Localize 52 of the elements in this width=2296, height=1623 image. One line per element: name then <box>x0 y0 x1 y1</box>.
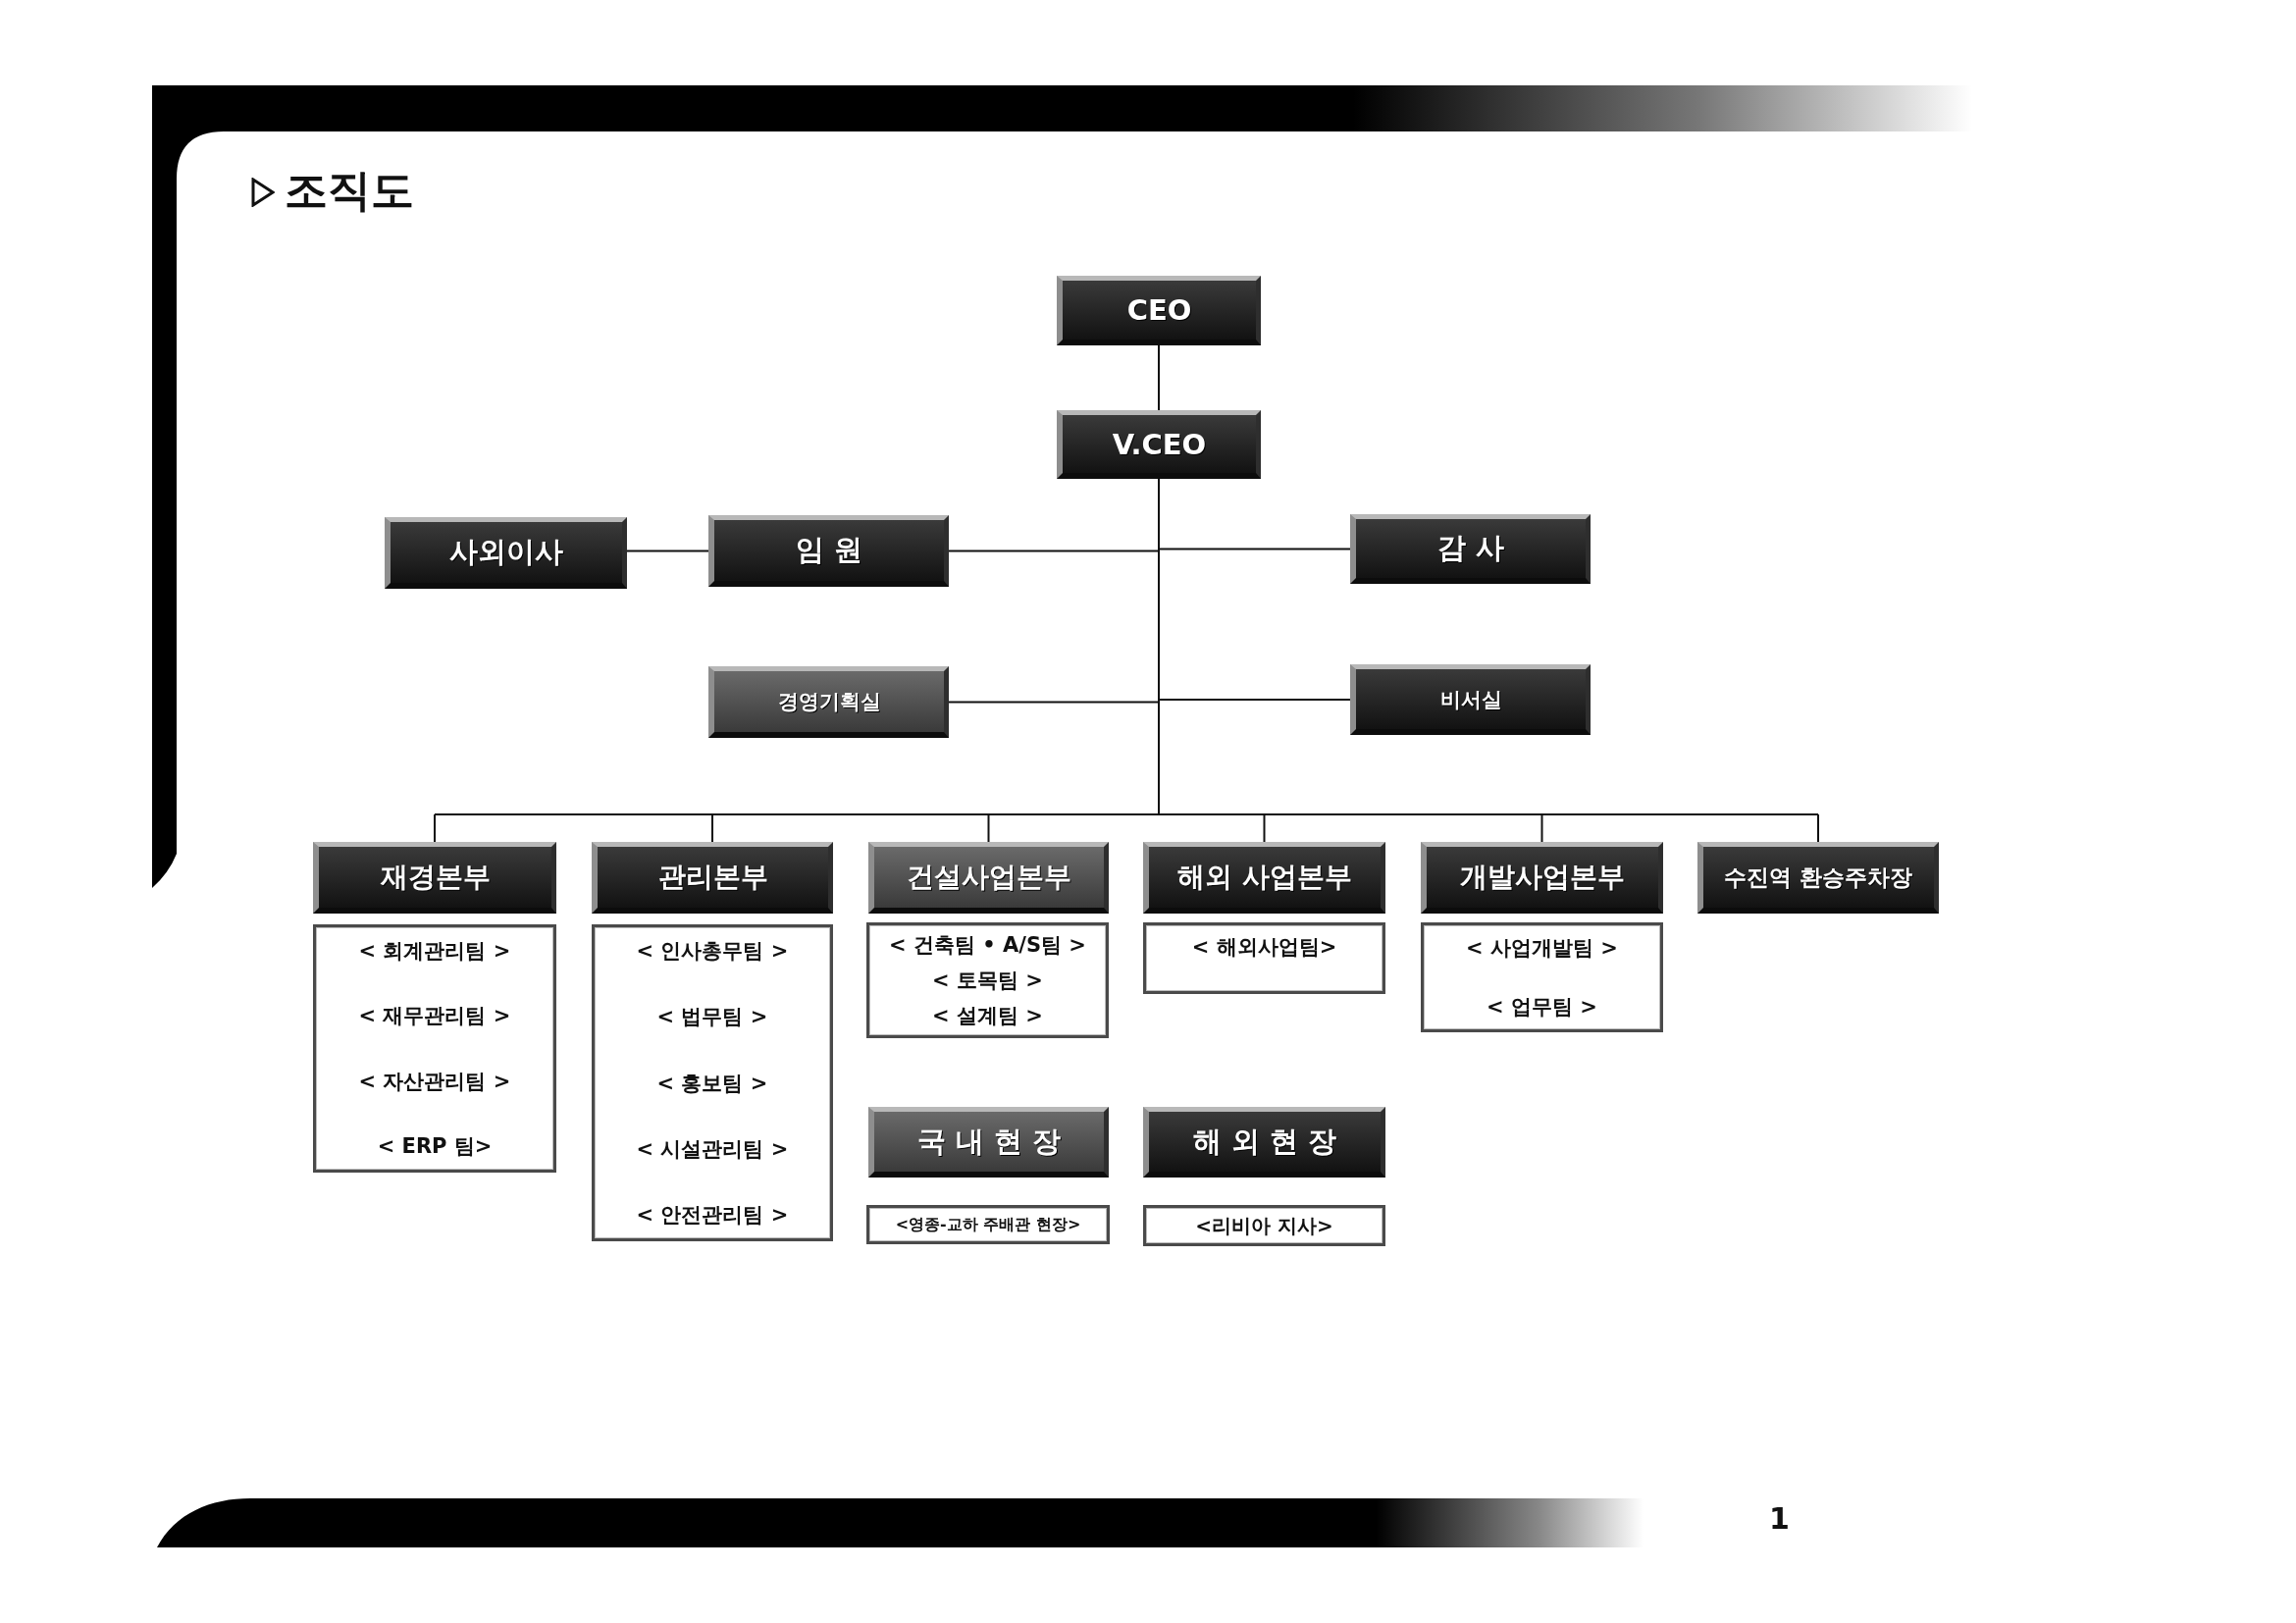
org-box: 사외이사 <box>385 517 627 589</box>
list-item: < 재무관리팀 > <box>358 1003 511 1030</box>
org-box: 해외 사업본부 <box>1143 842 1385 914</box>
list-item: < ERP 팀> <box>377 1133 493 1160</box>
list-box <box>592 924 833 1241</box>
org-box: 해 외 현 장 <box>1143 1107 1385 1178</box>
org-box: 임 원 <box>708 515 949 587</box>
list-box <box>313 924 556 1173</box>
list-item: < 홍보팀 > <box>656 1070 768 1097</box>
list-item: < 안전관리팀 > <box>636 1202 789 1229</box>
connector-line <box>711 813 713 843</box>
connector-line <box>1158 344 1160 411</box>
org-box: 개발사업본부 <box>1421 842 1663 914</box>
list-box: < 해외사업팀> <box>1143 922 1385 994</box>
org-box: V.CEO <box>1057 410 1261 479</box>
list-item: < 설계팀 > <box>932 1003 1043 1029</box>
connector-line <box>434 813 436 843</box>
org-box: 경영기획실 <box>708 666 949 738</box>
list-box: <리비아 지사> <box>1143 1205 1385 1246</box>
list-item: < 토목팀 > <box>932 968 1043 994</box>
connector-line <box>948 701 1160 704</box>
list-item: < 업무팀 > <box>1487 994 1597 1021</box>
list-item: < 건축팀 • A/S팀 > <box>889 932 1086 959</box>
list-item: < 사업개발팀 > <box>1466 935 1618 962</box>
org-box: 감 사 <box>1350 514 1591 584</box>
connector-line <box>1158 478 1160 815</box>
org-box: 건설사업본부 <box>868 842 1109 914</box>
list-box <box>866 922 1109 1038</box>
page-number: 1 <box>1769 1501 1790 1536</box>
connector-line <box>1817 813 1819 843</box>
connector-line <box>626 550 709 552</box>
org-box: 관리본부 <box>592 842 833 914</box>
connector-line <box>1263 813 1266 843</box>
list-box: <영종-교하 주배관 현장> <box>866 1205 1110 1244</box>
org-box: 비서실 <box>1350 664 1591 735</box>
org-box: 재경본부 <box>313 842 556 914</box>
page-title: 조직도 <box>285 169 414 212</box>
connector-line <box>1158 548 1351 550</box>
connector-line <box>434 813 1819 815</box>
list-item: < 법무팀 > <box>656 1004 768 1031</box>
org-box: 수진역 환승주차장 <box>1697 842 1939 914</box>
connector-line <box>1540 813 1543 843</box>
list-box <box>1421 922 1663 1032</box>
list-item: < 인사총무팀 > <box>636 938 789 965</box>
list-item: < 시설관리팀 > <box>636 1135 789 1163</box>
org-box: CEO <box>1057 276 1261 345</box>
connector-line <box>948 550 1160 552</box>
list-item: < 회계관리팀 > <box>358 938 511 965</box>
connector-line <box>1158 699 1351 701</box>
connector-line <box>987 813 990 843</box>
list-item: < 자산관리팀 > <box>358 1068 511 1095</box>
org-box: 국 내 현 장 <box>868 1107 1109 1178</box>
